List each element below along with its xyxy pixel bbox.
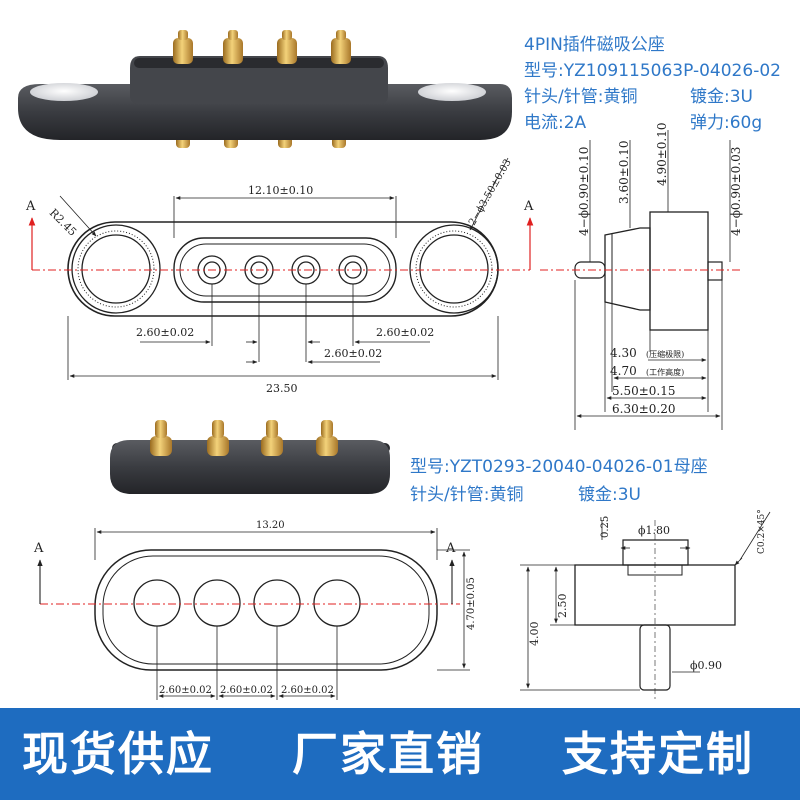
male-side-view [540, 130, 740, 430]
female-top-view [37, 528, 470, 700]
female-body-height-label: 2.50 [556, 594, 569, 619]
section-mark-right: A [523, 199, 534, 214]
female-section-mark-left: A [33, 541, 44, 556]
pin-span-label: 12.10±0.10 [248, 184, 313, 197]
magnet-right [418, 83, 486, 101]
compressed-note: (压缩极限) [646, 349, 684, 359]
female-side-view-labels: 0.25 ϕ1.80 C0.2×45° 2.50 4.00 ϕ0.90 [528, 509, 767, 672]
height-a-label: 3.60±0.10 [617, 141, 631, 205]
section-mark-left: A [25, 199, 36, 214]
pitch-left-label: 2.60±0.02 [136, 326, 194, 339]
female-connector-photo [110, 420, 390, 494]
female-pitch-3-label: 2.60±0.02 [281, 685, 334, 696]
female-pitch-2-label: 2.60±0.02 [220, 685, 273, 696]
female-pin-dia-label: ϕ0.90 [690, 659, 722, 672]
slogan-in-stock: 现货供应 [22, 727, 214, 781]
female-length-label: 13.20 [256, 520, 285, 531]
pin-dia-right-label: 4−ϕ0.90±0.03 [729, 147, 743, 236]
compressed-label: 4.30 [610, 346, 637, 360]
total-height-label: 6.30±0.20 [612, 402, 676, 416]
hole-dia-label: 2−ϕ3.50±0.03 [467, 158, 514, 228]
male-title: 4PIN插件磁吸公座 [524, 35, 665, 55]
top-offset-label: 0.25 [600, 516, 611, 538]
promo-banner: 现货供应 厂家直销 支持定制 [0, 708, 800, 800]
male-top-view-labels: A A 12.10±0.10 R2.45 2−ϕ3.50±0.03 2.60±0… [25, 158, 534, 395]
height-b-label: 4.90±0.10 [655, 123, 669, 187]
chamfer-label: C0.2×45° [757, 509, 767, 554]
body-height-label: 5.50±0.15 [612, 384, 676, 398]
male-side-view-labels: 4−ϕ0.90±0.10 3.60±0.10 4.90±0.10 4−ϕ0.90… [577, 123, 743, 417]
female-section-mark-right: A [445, 541, 456, 556]
working-label: 4.70 [610, 364, 637, 378]
female-pitch-1-label: 2.60±0.02 [159, 685, 212, 696]
technical-drawing: A A 12.10±0.10 R2.45 2−ϕ3.50±0.03 2.60±0… [18, 30, 771, 700]
overall-length-label: 23.50 [266, 382, 298, 395]
female-top-view-labels: A A 13.20 4.70±0.05 2.60±0.02 2.60±0.02 … [33, 520, 477, 696]
working-note: (工作高度) [646, 367, 684, 377]
head-dia-label: ϕ1.80 [638, 524, 670, 537]
male-connector-photo [18, 30, 512, 148]
male-top-pins [173, 30, 351, 64]
male-top-view [28, 157, 534, 380]
pin-dia-left-label: 4−ϕ0.90±0.10 [577, 147, 591, 236]
male-force: 弹力:60g [690, 113, 763, 133]
female-total-height-label: 4.00 [528, 622, 541, 647]
slogan-factory-direct: 厂家直销 [292, 727, 484, 781]
slogan-customizable: 支持定制 [562, 727, 754, 781]
magnet-left [30, 83, 98, 101]
female-plating: 镀金:3U [578, 485, 641, 505]
male-material: 针头/针管:黄铜 [524, 87, 638, 107]
male-plating: 镀金:3U [690, 87, 753, 107]
pitch-right-label: 2.60±0.02 [376, 326, 434, 339]
female-material: 针头/针管:黄铜 [410, 485, 524, 505]
female-model: 型号:YZT0293-20040-04026-01母座 [410, 457, 708, 477]
male-current: 电流:2A [524, 113, 587, 133]
radius-label: R2.45 [47, 206, 79, 238]
female-width-label: 4.70±0.05 [466, 577, 477, 630]
male-model: 型号:YZ109115063P-04026-02 [524, 61, 781, 81]
pitch-mid-label: 2.60±0.02 [324, 347, 382, 360]
female-side-view [520, 511, 771, 700]
